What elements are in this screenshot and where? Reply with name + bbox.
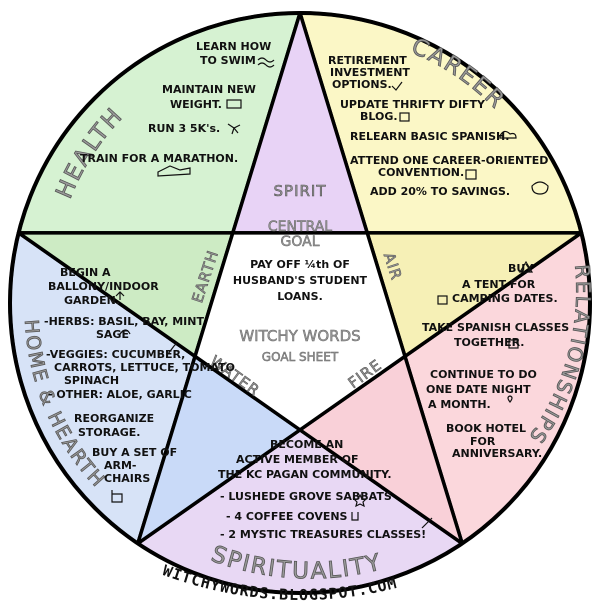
home-items: BEGIN A BALLONY/INDOOR GARDEN. -HERBS: B… [44, 266, 235, 485]
svg-text:BECOME AN: BECOME AN [270, 438, 343, 451]
svg-text:WITCHY WORDS: WITCHY WORDS [239, 327, 360, 345]
star-icon [352, 493, 368, 508]
career-items: RETIREMENT INVESTMENT OPTIONS. UPDATE TH… [328, 54, 548, 198]
svg-text:SPINACH: SPINACH [64, 374, 119, 387]
central-goal: CENTRAL GOAL PAY OFF ¼th OF HUSBAND'S ST… [233, 219, 368, 365]
svg-text:INVESTMENT: INVESTMENT [330, 66, 410, 79]
calendar-icon-2 [437, 295, 448, 305]
scale-icon [226, 99, 242, 109]
svg-text:CONVENTION.: CONVENTION. [378, 166, 464, 179]
svg-text:TOGETHER.: TOGETHER. [454, 336, 524, 349]
svg-text:CARROTS, LETTUCE, TOMATO: CARROTS, LETTUCE, TOMATO [54, 361, 235, 374]
svg-text:CHAIRS: CHAIRS [104, 472, 150, 485]
svg-text:TO SWIM: TO SWIM [200, 54, 256, 67]
runner-icon [227, 123, 241, 135]
svg-text:-HERBS: BASIL, BAY, MINT: -HERBS: BASIL, BAY, MINT [44, 315, 204, 328]
svg-text:UPDATE THRIFTY DIFTY: UPDATE THRIFTY DIFTY [340, 98, 486, 111]
carrot-icon [167, 342, 178, 355]
svg-text:-VEGGIES: CUCUMBER,: -VEGGIES: CUCUMBER, [46, 348, 185, 361]
svg-text:RUN 3 5K's.: RUN 3 5K's. [148, 122, 220, 135]
svg-text:RELEARN BASIC SPANISH.: RELEARN BASIC SPANISH. [350, 130, 509, 143]
plant-icon [115, 291, 125, 300]
svg-text:FOR: FOR [470, 435, 496, 448]
svg-text:HUSBAND'S STUDENT: HUSBAND'S STUDENT [233, 274, 368, 287]
svg-text:BLOG.: BLOG. [360, 110, 398, 123]
svg-text:CENTRAL: CENTRAL [268, 219, 332, 235]
health-items: LEARN HOW TO SWIM MAINTAIN NEW WEIGHT. R… [80, 40, 271, 165]
svg-text:RETIREMENT: RETIREMENT [328, 54, 407, 67]
piggy-icon [531, 181, 549, 195]
circle-regions [8, 11, 592, 595]
cloud-icon [499, 130, 517, 139]
book-icon [508, 339, 519, 349]
relationships-items: BUY A TENT FOR CAMPING DATES. TAKE SPANI… [422, 262, 569, 460]
svg-text:MAINTAIN NEW: MAINTAIN NEW [162, 83, 256, 96]
svg-text:BEGIN A: BEGIN A [60, 266, 111, 279]
doodle-icons [111, 57, 549, 529]
calendar-icon [465, 169, 477, 180]
svg-text:BOOK HOTEL: BOOK HOTEL [446, 422, 526, 435]
svg-text:TAKE SPANISH CLASSES: TAKE SPANISH CLASSES [422, 321, 569, 334]
svg-text:ACTIVE MEMBER OF: ACTIVE MEMBER OF [236, 453, 359, 466]
chair-icon [111, 490, 123, 503]
svg-text:ARM-: ARM- [104, 459, 137, 472]
svg-text:- OTHER: ALOE, GARLIC: - OTHER: ALOE, GARLIC [48, 388, 192, 401]
svg-text:WEIGHT.: WEIGHT. [170, 98, 222, 111]
svg-text:PAY OFF ¼th OF: PAY OFF ¼th OF [250, 258, 350, 271]
svg-text:LEARN HOW: LEARN HOW [196, 40, 271, 53]
check-icon [391, 81, 403, 91]
wand-icon [421, 517, 433, 529]
shoe-icon [157, 165, 191, 177]
pentagram-points [8, 11, 592, 595]
svg-text:BUY A SET OF: BUY A SET OF [92, 446, 177, 459]
svg-text:- LUSHEDE GROVE SABBATS: - LUSHEDE GROVE SABBATS [220, 490, 392, 503]
heart-icon [507, 395, 513, 403]
spirit-label: SPIRIT [274, 182, 327, 200]
center-pentagon [193, 231, 407, 432]
svg-text:ONE DATE NIGHT: ONE DATE NIGHT [426, 383, 531, 396]
svg-text:GARDEN.: GARDEN. [64, 294, 120, 307]
svg-text:OPTIONS.: OPTIONS. [332, 78, 392, 91]
tent-icon [518, 260, 534, 273]
svg-text:A MONTH.: A MONTH. [428, 398, 491, 411]
svg-text:ATTEND ONE CAREER-ORIENTED: ATTEND ONE CAREER-ORIENTED [350, 154, 548, 167]
svg-text:THE KC PAGAN COMMUNITY.: THE KC PAGAN COMMUNITY. [218, 468, 392, 481]
blog-icon [399, 112, 410, 122]
svg-text:ANNIVERSARY.: ANNIVERSARY. [452, 447, 542, 460]
svg-text:CAMPING DATES.: CAMPING DATES. [452, 292, 558, 305]
svg-text:ADD 20% TO SAVINGS.: ADD 20% TO SAVINGS. [370, 185, 510, 198]
svg-text:GOAL: GOAL [281, 234, 320, 250]
wave-icon [257, 57, 275, 68]
leaf-icon [119, 329, 131, 335]
svg-text:CONTINUE TO DO: CONTINUE TO DO [430, 368, 537, 381]
cup-icon [351, 512, 359, 521]
svg-text:GOAL SHEET: GOAL SHEET [262, 350, 339, 364]
svg-text:LOANS.: LOANS. [277, 290, 323, 303]
svg-text:REORGANIZE: REORGANIZE [74, 412, 154, 425]
svg-text:- 2 MYSTIC TREASURES CLASSES!: - 2 MYSTIC TREASURES CLASSES! [220, 528, 426, 541]
svg-text:BALLONY/INDOOR: BALLONY/INDOOR [48, 280, 159, 293]
svg-text:TRAIN FOR A MARATHON.: TRAIN FOR A MARATHON. [80, 152, 238, 165]
svg-text:- 4 COFFEE COVENS: - 4 COFFEE COVENS [226, 510, 348, 523]
svg-text:SAGE: SAGE [96, 328, 129, 341]
spirituality-items: BECOME AN ACTIVE MEMBER OF THE KC PAGAN … [218, 438, 426, 541]
svg-text:STORAGE.: STORAGE. [78, 426, 140, 439]
svg-text:A TENT FOR: A TENT FOR [462, 278, 536, 291]
outer-circle [8, 11, 592, 595]
